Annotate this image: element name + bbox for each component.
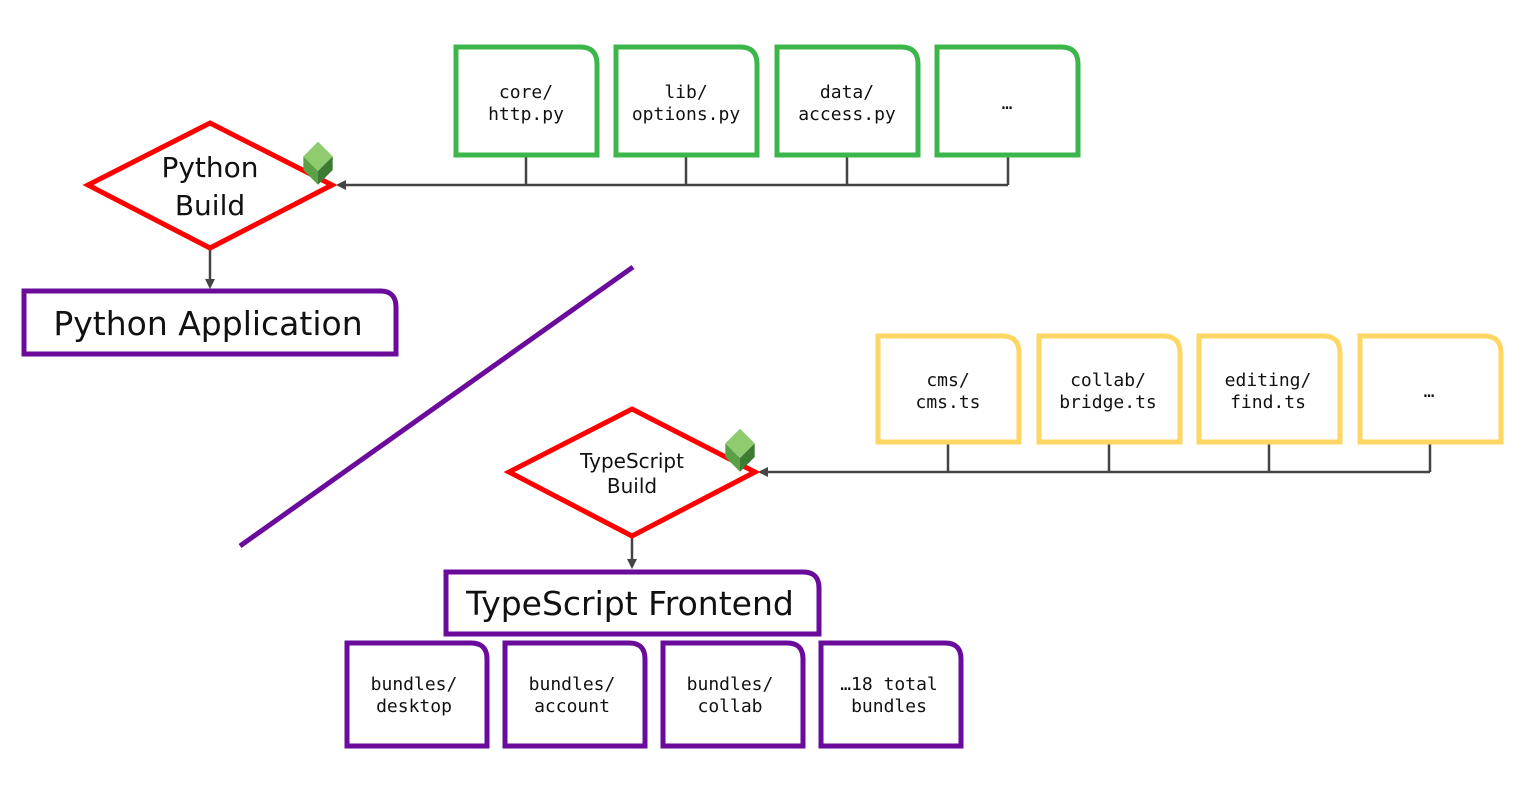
bundle-path: bundles/ [687, 674, 774, 695]
section-divider [238, 264, 635, 549]
source-file: find.ts [1230, 392, 1306, 413]
source-path: lib/ [664, 82, 707, 103]
build-label: Build [175, 189, 245, 222]
build-label: Build [607, 474, 657, 498]
bundle-name: desktop [376, 696, 452, 717]
python-source-box-lib[interactable]: lib/ options.py [613, 44, 760, 158]
python-application-label: Python Application [53, 304, 362, 343]
bundle-name: collab [697, 696, 762, 717]
python-application-box[interactable]: Python Application [21, 288, 399, 357]
bundle-count: …18 total [840, 674, 938, 695]
typescript-frontend-label: TypeScript Frontend [465, 584, 794, 623]
bundle-box-account[interactable]: bundles/ account [502, 640, 648, 749]
source-path: cms/ [926, 370, 969, 391]
source-path: data/ [820, 82, 874, 103]
python-source-box-data[interactable]: data/ access.py [774, 44, 921, 158]
bundle-box-collab[interactable]: bundles/ collab [660, 640, 806, 749]
python-source-box-core[interactable]: core/ http.py [453, 44, 600, 158]
typescript-source-box-editing[interactable]: editing/ find.ts [1196, 333, 1343, 445]
source-file: bridge.ts [1059, 392, 1157, 413]
typescript-source-box-cms[interactable]: cms/ cms.ts [875, 333, 1022, 445]
source-path: core/ [499, 82, 553, 103]
source-file: http.py [488, 104, 564, 125]
python-source-connectors [336, 155, 1010, 190]
build-label: Python [161, 151, 258, 184]
source-ellipsis: … [1002, 93, 1013, 114]
bundle-box-more[interactable]: …18 total bundles [818, 640, 964, 749]
typescript-frontend-box[interactable]: TypeScript Frontend [443, 569, 822, 637]
bundle-path: bundles/ [529, 674, 616, 695]
source-path: editing/ [1225, 370, 1312, 391]
bundle-name: account [534, 696, 610, 717]
source-path: collab/ [1070, 370, 1146, 391]
bundle-box-desktop[interactable]: bundles/ desktop [344, 640, 490, 749]
source-file: options.py [632, 104, 741, 125]
python-source-box-more[interactable]: … [934, 44, 1081, 158]
bundle-path: bundles/ [371, 674, 458, 695]
typescript-source-box-more[interactable]: … [1357, 333, 1504, 445]
typescript-build-diamond[interactable]: TypeScript Build [503, 406, 761, 539]
typescript-source-connectors [758, 442, 1432, 477]
source-file: cms.ts [915, 392, 980, 413]
typescript-source-box-collab[interactable]: collab/ bridge.ts [1036, 333, 1183, 445]
source-ellipsis: … [1424, 381, 1435, 402]
build-label: TypeScript [579, 449, 684, 473]
source-file: access.py [798, 104, 896, 125]
python-build-diamond[interactable]: Python Build [82, 120, 338, 251]
bundle-name: bundles [851, 696, 927, 717]
